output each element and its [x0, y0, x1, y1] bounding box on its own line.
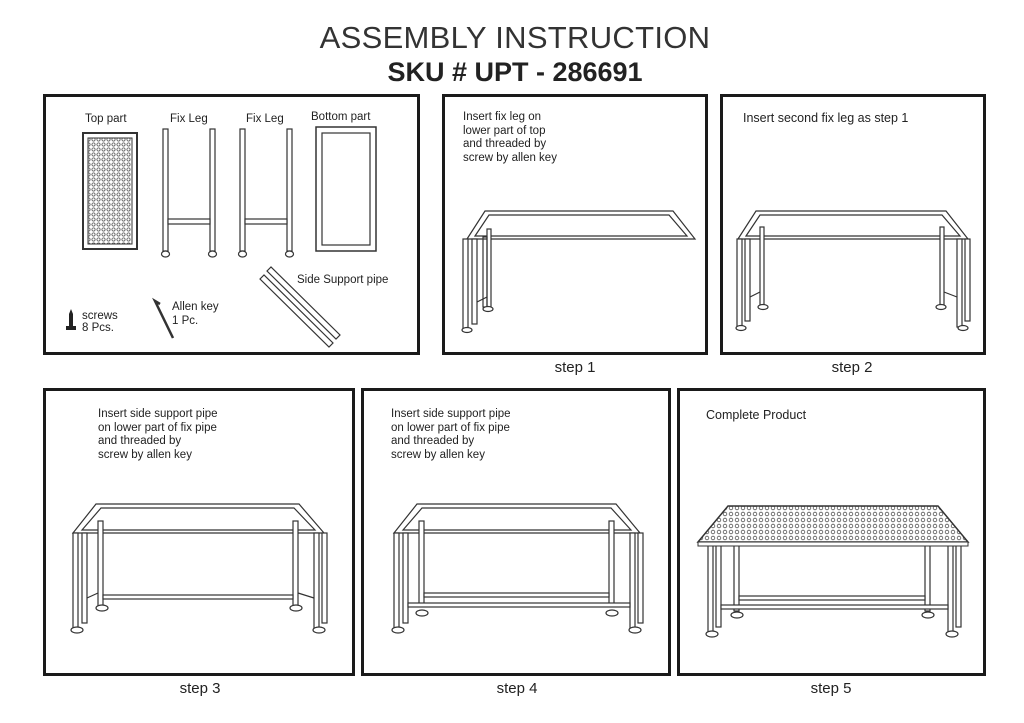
- side-support-drawing: [259, 266, 341, 348]
- allen-key-label: Allen key 1 Pc.: [172, 301, 219, 327]
- step-3-label: step 3: [179, 680, 221, 697]
- screws-label: screws 8 Pcs.: [82, 310, 118, 334]
- side-support-label: Side Support pipe: [297, 274, 389, 286]
- step-3-instruction: Insert side support pipe on lower part o…: [98, 408, 218, 461]
- step-1-panel: Insert fix leg on lower part of top and …: [442, 94, 708, 355]
- top-part-label: Top part: [85, 113, 127, 125]
- step-5-label: step 5: [810, 680, 852, 697]
- bottom-part-drawing: [315, 126, 377, 252]
- step-5-instruction: Complete Product: [706, 408, 807, 422]
- step-4-illustration: [391, 503, 644, 634]
- fix-leg-label-1: Fix Leg: [170, 113, 208, 125]
- step-4-instruction: Insert side support pipe on lower part o…: [391, 408, 511, 461]
- step-1-illustration: [461, 210, 697, 334]
- mesh-top-drawing: [696, 505, 970, 547]
- step-1-label: step 1: [554, 359, 596, 376]
- top-part-drawing: [82, 132, 138, 250]
- step-4-panel: Insert side support pipe on lower part o…: [361, 388, 671, 676]
- step-5-panel: Complete Product: [677, 388, 986, 676]
- parts-panel: Top part Fix Leg Fix Leg Bottom part Sid…: [43, 94, 420, 355]
- fix-leg-drawing-1: [160, 128, 218, 258]
- step-3-panel: Insert side support pipe on lower part o…: [43, 388, 355, 676]
- bottom-part-label: Bottom part: [311, 111, 371, 123]
- step-4-label: step 4: [496, 680, 538, 697]
- sku-heading: SKU # UPT - 286691: [387, 57, 643, 87]
- step-3-illustration: [70, 503, 328, 634]
- fix-leg-drawing-2: [237, 128, 295, 258]
- fix-leg-label-2: Fix Leg: [246, 113, 284, 125]
- step-2-illustration: [735, 210, 971, 332]
- screw-icon: [66, 309, 76, 330]
- step-5-illustration: [696, 505, 970, 638]
- step-2-instruction: Insert second fix leg as step 1: [743, 111, 909, 125]
- step-1-instruction: Insert fix leg on lower part of top and …: [463, 111, 557, 164]
- document-title: ASSEMBLY INSTRUCTION: [319, 20, 711, 55]
- step-2-label: step 2: [831, 359, 873, 376]
- step-2-panel: Insert second fix leg as step 1: [720, 94, 986, 355]
- allen-key-icon: [152, 297, 175, 339]
- parts-illustration: [66, 126, 377, 348]
